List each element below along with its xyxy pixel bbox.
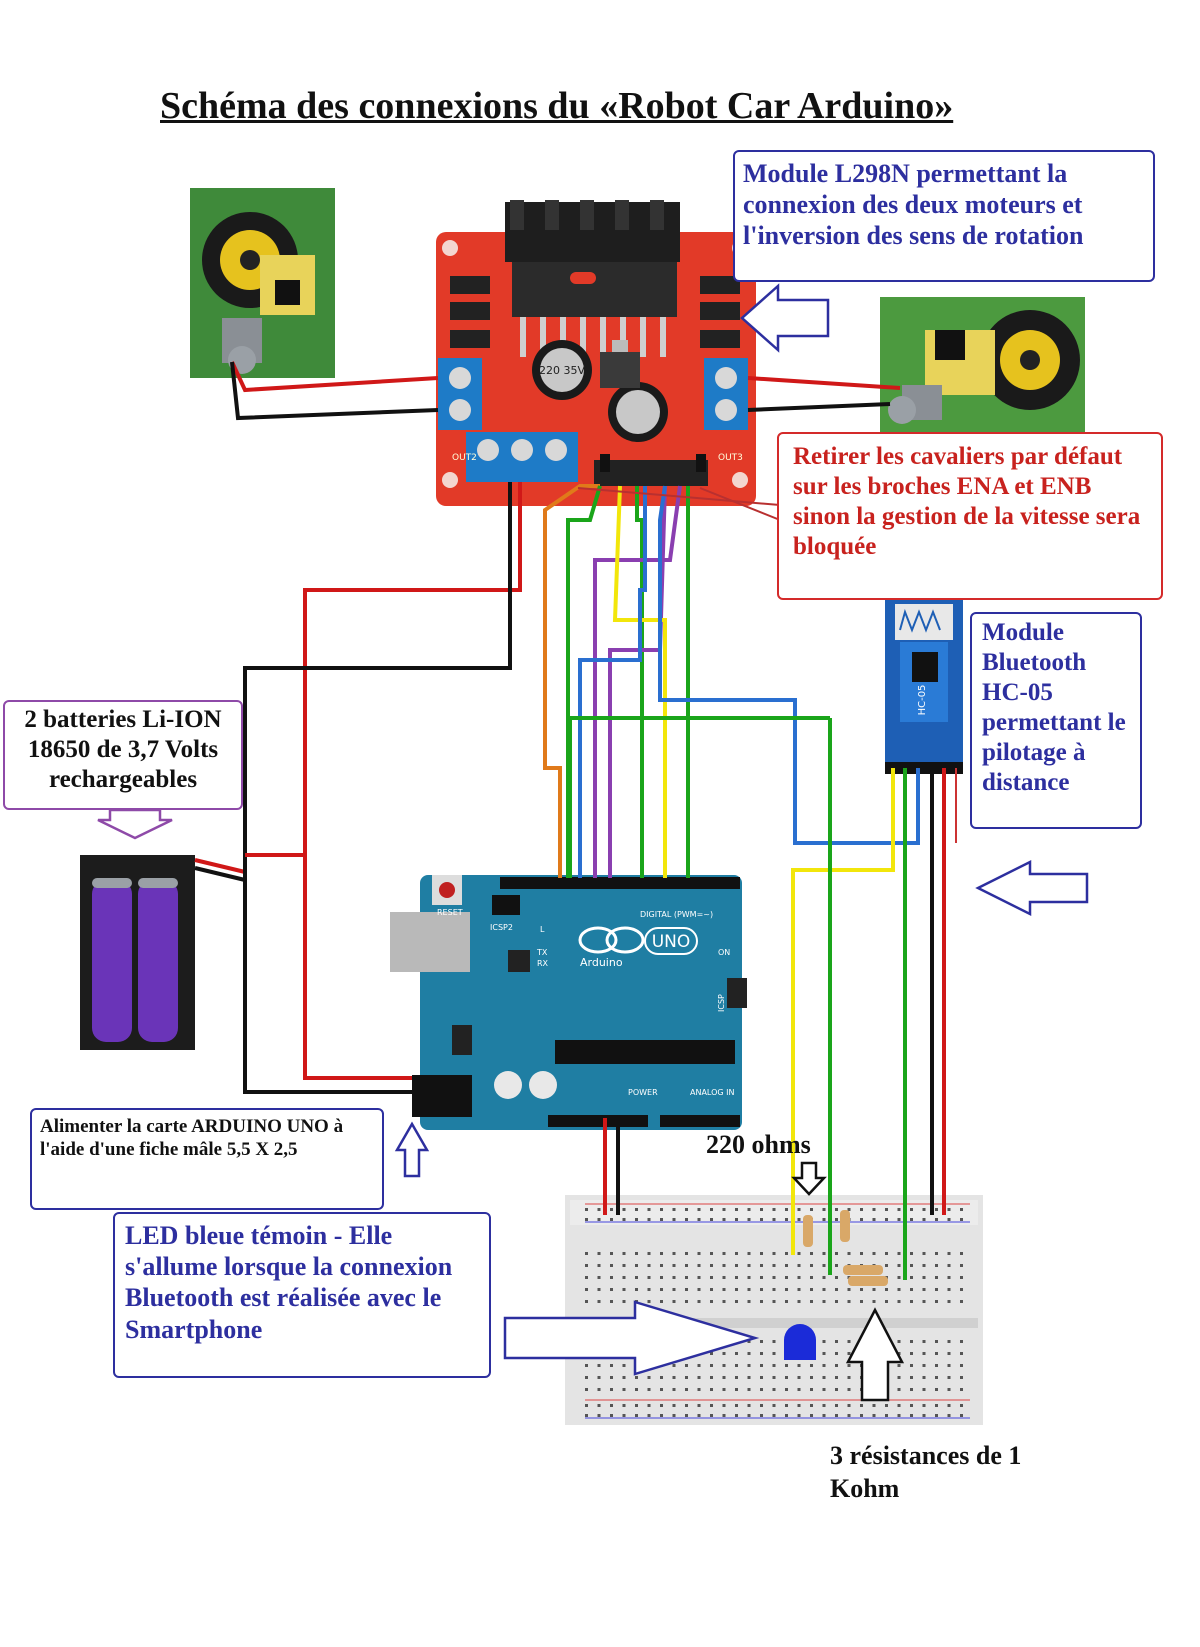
tx-label: TX [536,948,548,957]
bluetooth-module: HC-05 [885,598,963,774]
arrow-up-icon-1k [845,1307,905,1402]
on-label: ON [718,948,730,957]
led-note: LED bleue témoin - Elle s'allume lorsque… [113,1212,491,1378]
resistor-220-label: 220 ohms [706,1130,811,1159]
uno-label: UNO [652,932,691,952]
pointer-lines [577,487,781,521]
cap-label: 220 35V [539,364,585,377]
terminal-power [466,432,578,482]
rx-label: RX [537,959,549,968]
control-wires [243,482,957,1280]
terminal-out1-out2 [438,358,482,430]
l298n-module: 220 35V OUT2 OUT3 [436,200,756,506]
jumper-note: Retirer les cavaliers par défaut sur les… [777,432,1163,600]
blue-led [784,1324,816,1360]
battery-note: 2 batteries Li-ION 18650 de 3,7 Volts re… [3,700,243,810]
l-led-label: L [540,925,545,934]
power-plug-note: Alimenter la carte ARDUINO UNO à l'aide … [30,1108,384,1210]
resistors [803,1210,888,1286]
bluetooth-note: Module Bluetooth HC-05 permettant le pil… [970,612,1142,829]
out3-label: OUT3 [718,453,743,463]
analog-label: ANALOG IN [690,1088,735,1097]
resistors-1k-label: 3 résistances de 1 Kohm [830,1441,1022,1503]
arrow-right-icon-led [503,1300,760,1376]
motor-wheel-left [190,188,335,378]
l298n-note: Module L298N permettant la connexion des… [733,150,1155,282]
arduino-label: Arduino [580,956,623,969]
icsp-label: ICSP [717,994,726,1012]
motor-wheel-right [880,297,1085,452]
power-label: POWER [628,1088,658,1097]
arduino-uno-board: RESET ICSP2 DIGITAL (PWM=~) UNO Arduino … [390,875,747,1130]
breadboard [565,1195,983,1425]
arrow-up-icon-plug [394,1121,430,1178]
reset-label: RESET [437,908,463,917]
arrow-left-icon [740,283,830,353]
battery-pack [80,855,246,1050]
hc05-label: HC-05 [917,685,928,716]
motor-wires [230,361,901,421]
arrow-down-icon-battery [97,808,173,840]
arrow-left-icon-bt [975,859,1089,917]
out2-label: OUT2 [452,453,477,463]
arrow-down-icon-220 [791,1161,827,1196]
terminal-out3-out4 [704,358,748,430]
digital-label: DIGITAL (PWM=~) [640,910,713,919]
page-title: Schéma des connexions du «Robot Car Ardu… [160,85,954,127]
icsp2-label: ICSP2 [490,923,513,932]
